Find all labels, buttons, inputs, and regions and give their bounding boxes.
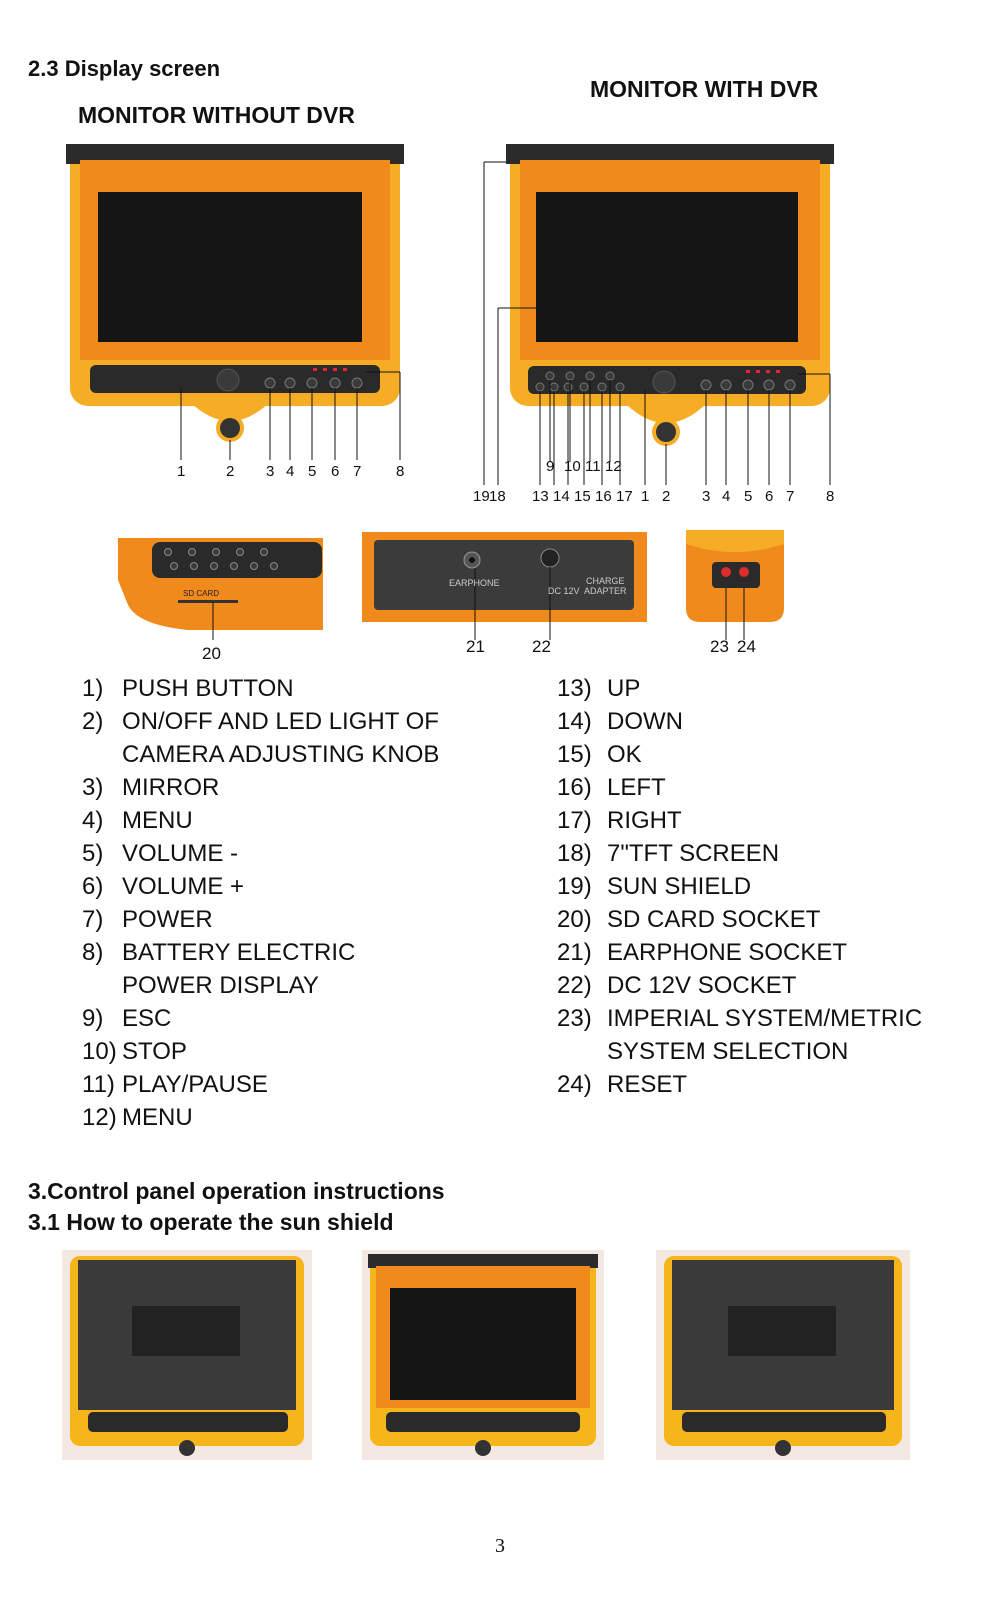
callout-right-19: 19 — [473, 488, 490, 505]
legend-item: 18)7"TFT SCREEN — [557, 840, 780, 867]
callout-right-5: 5 — [744, 488, 753, 505]
legend-item: POWER DISPLAY — [122, 972, 319, 999]
sun-shield-open-illustration — [362, 1250, 604, 1460]
callout-right-10: 10 — [564, 458, 581, 475]
callout-left-6: 6 — [331, 463, 340, 480]
legend-list-left: 1)PUSH BUTTON 2)ON/OFF AND LED LIGHT OF … — [82, 672, 439, 1134]
callout-right-2: 2 — [662, 488, 671, 505]
legend-item: 7)POWER — [82, 906, 213, 933]
callout-right-11: 11 — [585, 458, 601, 475]
callout-right-18: 18 — [489, 488, 506, 505]
section31-title: 3.1 How to operate the sun shield — [28, 1209, 394, 1235]
side-socket-panel-illustration — [362, 532, 647, 640]
legend-item: 15)OK — [557, 741, 642, 768]
section3-title: 3.Control panel operation instructions — [28, 1178, 445, 1204]
callout-left-4: 4 — [286, 463, 295, 480]
monitor-without-dvr-illustration — [66, 144, 404, 460]
section-title: 2.3 Display screen — [28, 56, 221, 81]
legend-item: 4)MENU — [82, 807, 193, 834]
reset-switch-illustration — [686, 530, 784, 640]
legend-item: 3)MIRROR — [82, 774, 220, 801]
legend-item: CAMERA ADJUSTING KNOB — [122, 741, 440, 768]
legend-item: 21)EARPHONE SOCKET — [557, 939, 848, 966]
callout-left-2: 2 — [226, 463, 235, 480]
adapter-label: DC 12V ADAPTER — [548, 586, 627, 596]
callout-24: 24 — [737, 637, 756, 656]
legend-item: 23)IMPERIAL SYSTEM/METRIC — [557, 1005, 923, 1032]
callout-23: 23 — [710, 637, 729, 656]
legend-item: 9)ESC — [82, 1005, 172, 1032]
callout-right-16: 16 — [595, 488, 612, 505]
legend-list-right: 13)UP 14)DOWN 15)OK 16)LEFT 17)RIGHT 18)… — [557, 672, 922, 1101]
callout-right-15: 15 — [574, 488, 591, 505]
callout-right-6: 6 — [765, 488, 774, 505]
callout-right-17: 17 — [616, 488, 633, 505]
callout-right-1: 1 — [641, 488, 650, 505]
legend-item: 6)VOLUME + — [82, 873, 245, 900]
callout-right-12: 12 — [605, 458, 622, 475]
callout-right-4: 4 — [722, 488, 731, 505]
legend-item: 11)PLAY/PAUSE — [82, 1071, 268, 1098]
callout-21: 21 — [466, 637, 485, 656]
callout-right-7: 7 — [786, 488, 795, 505]
sun-shield-closed-illustration — [62, 1250, 312, 1460]
callout-right-9: 9 — [546, 458, 555, 475]
heading-monitor-without-dvr: MONITOR WITHOUT DVR — [78, 102, 355, 128]
legend-item: 13)UP — [557, 675, 641, 702]
legend-item: 19)SUN SHIELD — [557, 873, 752, 900]
callout-left-3: 3 — [266, 463, 275, 480]
callout-left-5: 5 — [308, 463, 317, 480]
legend-item: 14)DOWN — [557, 708, 683, 735]
legend-item: 5)VOLUME - — [82, 840, 239, 867]
callout-left-7: 7 — [353, 463, 362, 480]
legend-item: 17)RIGHT — [557, 807, 682, 834]
callout-right-8: 8 — [826, 488, 835, 505]
legend-item: 8)BATTERY ELECTRIC — [82, 939, 356, 966]
heading-monitor-with-dvr: MONITOR WITH DVR — [590, 76, 819, 102]
callout-right-14: 14 — [553, 488, 570, 505]
sd-card-panel-illustration — [118, 538, 323, 640]
legend-item: 10)STOP — [82, 1038, 187, 1065]
legend-item: SYSTEM SELECTION — [607, 1038, 849, 1065]
legend-item: 16)LEFT — [557, 774, 666, 801]
callout-right-13: 13 — [532, 488, 549, 505]
legend-item: 22)DC 12V SOCKET — [557, 972, 797, 999]
charge-label: CHARGE — [586, 576, 625, 586]
callout-left-1: 1 — [177, 463, 186, 480]
callout-22: 22 — [532, 637, 551, 656]
sd-card-label: SD CARD — [183, 589, 220, 598]
legend-item: 20)SD CARD SOCKET — [557, 906, 821, 933]
monitor-with-dvr-illustration — [483, 144, 834, 485]
callout-left-8: 8 — [396, 463, 405, 480]
legend-item: 12)MENU — [82, 1104, 193, 1131]
sun-shield-folded-illustration — [656, 1250, 910, 1460]
earphone-label: EARPHONE — [449, 578, 500, 588]
legend-item: 2)ON/OFF AND LED LIGHT OF — [82, 708, 439, 735]
callout-20: 20 — [202, 644, 221, 663]
legend-item: 24)RESET — [557, 1071, 688, 1098]
legend-item: 1)PUSH BUTTON — [82, 675, 294, 702]
page-number: 3 — [495, 1535, 505, 1557]
callout-right-3: 3 — [702, 488, 711, 505]
